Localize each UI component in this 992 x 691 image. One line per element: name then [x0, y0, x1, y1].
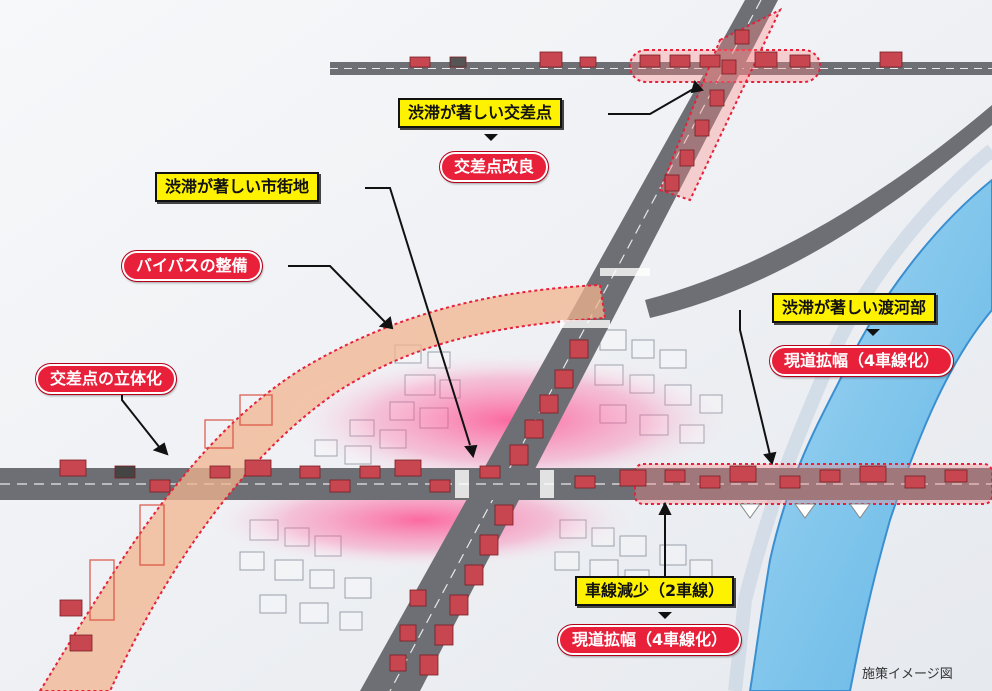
label-road-widening-lower: 現道拡幅（4車線化） — [556, 624, 743, 656]
caption: 施策イメージ図 — [862, 667, 953, 682]
overpass-structures — [89, 394, 273, 621]
label-bypass-development: バイパスの整備 — [121, 250, 263, 282]
label-congested-river-crossing: 渋滞が著しい渡河部 — [772, 293, 937, 323]
label-road-widening-upper: 現道拡幅（4車線化） — [768, 345, 955, 377]
crosswalks — [455, 268, 650, 498]
leader-lines — [121, 79, 777, 580]
main-diagonal-road — [360, 0, 778, 691]
label-congested-intersection: 渋滞が著しい交差点 — [398, 98, 563, 128]
congestion-right-outline — [634, 463, 992, 505]
label-grade-separation: 交差点の立体化 — [34, 363, 178, 395]
branch-road — [645, 105, 992, 318]
top-road — [330, 62, 992, 75]
label-congested-urban-area: 渋滞が著しい市街地 — [155, 172, 320, 202]
bridge-supports — [739, 503, 871, 519]
congestion-glow-top — [280, 350, 740, 490]
arrow-down-icon — [866, 329, 880, 336]
vehicles — [59, 29, 968, 676]
label-lane-reduction: 車線減少（2車線） — [575, 576, 735, 606]
label-intersection-improvement: 交差点改良 — [438, 151, 550, 183]
bypass-band — [38, 283, 607, 691]
arrow-down-icon — [658, 612, 672, 619]
arrow-down-icon — [484, 134, 498, 141]
